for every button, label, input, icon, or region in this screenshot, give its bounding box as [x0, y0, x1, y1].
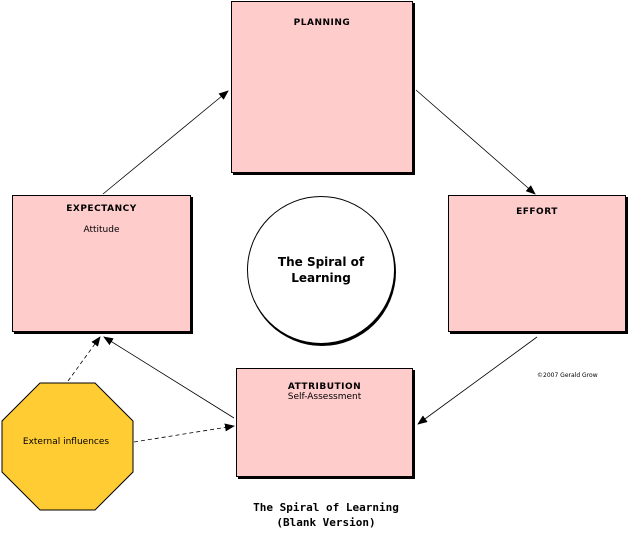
- arrow-planning-to-effort: [415, 89, 536, 195]
- effort-box: EFFORT: [448, 195, 626, 332]
- arrow-effort-to-attribution: [417, 336, 538, 425]
- attribution-box: ATTRIBUTION Self-Assessment: [236, 368, 413, 477]
- effort-title: EFFORT: [516, 207, 558, 217]
- caption-line-1: The Spiral of Learning: [253, 501, 399, 514]
- dashed-arrow-external-to-attribution: [133, 423, 235, 443]
- expectancy-title: EXPECTANCY: [66, 204, 137, 214]
- planning-title: PLANNING: [293, 18, 351, 28]
- arrow-expectancy-to-planning: [102, 90, 229, 195]
- caption-line-2: (Blank Version): [276, 516, 376, 529]
- center-circle: The Spiral of Learning: [247, 196, 395, 344]
- arrow-attribution-to-expectancy: [103, 336, 235, 419]
- expectancy-subtitle: Attitude: [83, 225, 120, 235]
- attribution-subtitle: Self-Assessment: [287, 392, 362, 402]
- external-influences-octagon: [1, 382, 134, 511]
- diagram-caption: The Spiral of Learning (Blank Version): [210, 500, 442, 530]
- attribution-title: ATTRIBUTION: [287, 382, 362, 392]
- planning-box: PLANNING: [231, 1, 413, 173]
- dashed-arrow-external-to-expectancy: [67, 336, 101, 382]
- center-label: The Spiral of Learning: [277, 255, 365, 285]
- external-influences-label: External influences: [22, 437, 110, 447]
- expectancy-box: EXPECTANCY Attitude: [12, 195, 191, 332]
- copyright-note: ©2007 Gerald Grow: [537, 372, 598, 379]
